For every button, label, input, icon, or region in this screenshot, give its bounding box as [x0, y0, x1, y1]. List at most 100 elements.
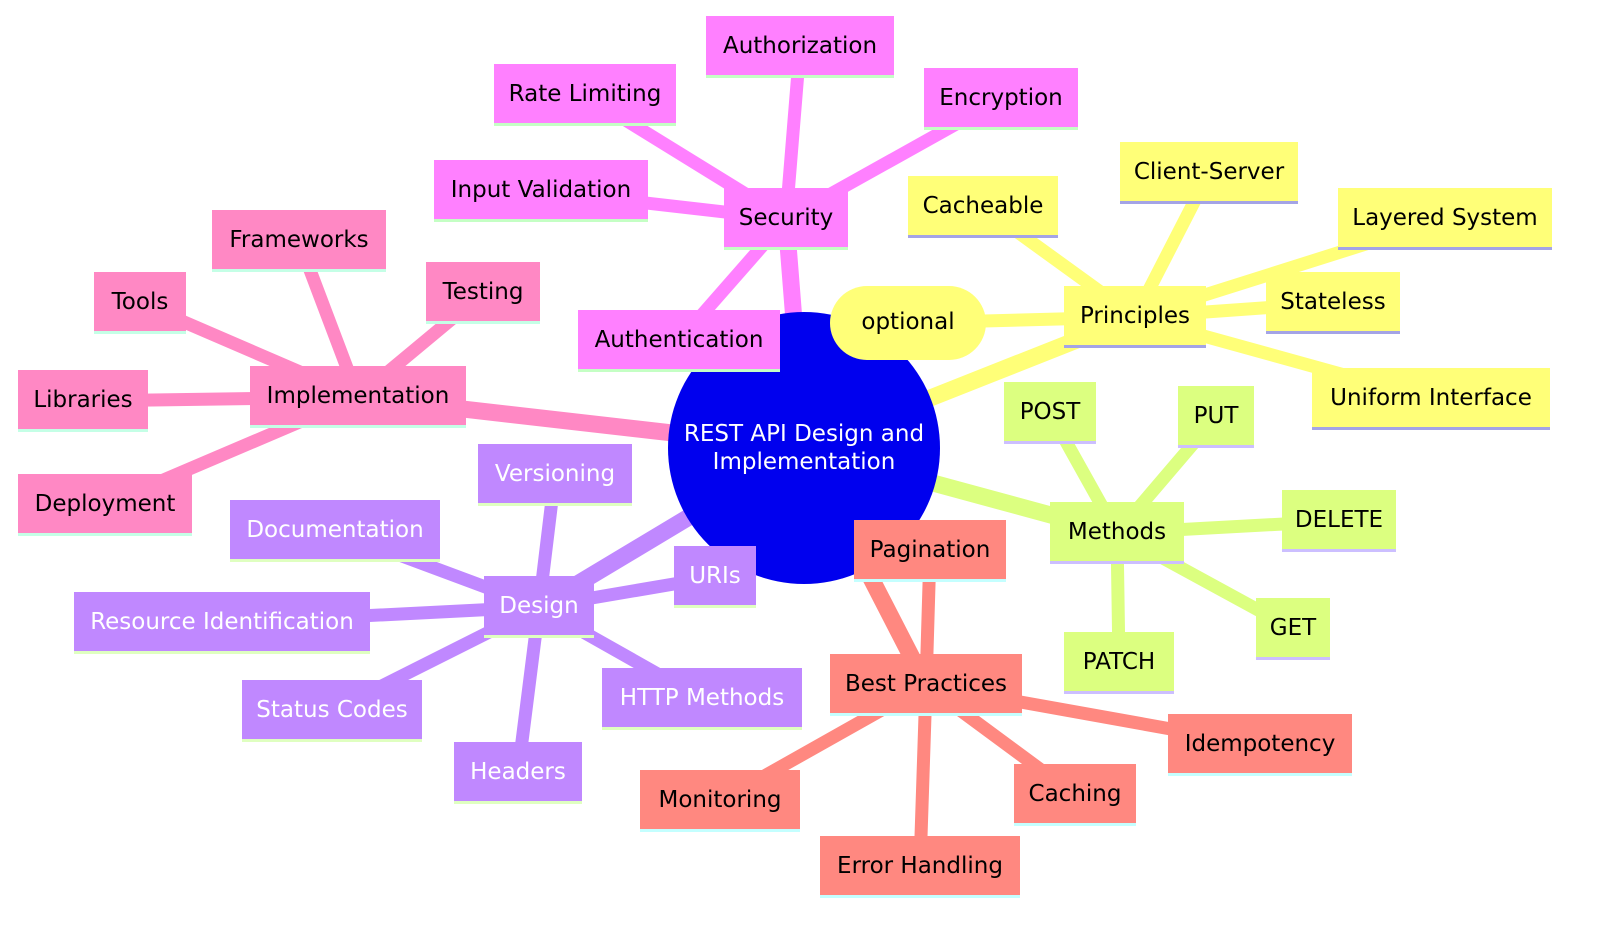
node-stateless: Stateless — [1266, 272, 1400, 334]
node-uris-shape — [674, 546, 756, 608]
node-idempotency: Idempotency — [1168, 714, 1352, 776]
root-label-line: REST API Design and — [684, 421, 924, 447]
node-idempotency-label: Idempotency — [1185, 731, 1336, 757]
node-best-practices-underline — [830, 713, 1022, 716]
node-uniform-interface-label: Uniform Interface — [1330, 385, 1532, 411]
node-best-practices-label: Best Practices — [845, 671, 1007, 697]
node-authentication-underline — [578, 369, 780, 372]
node-optional-shape — [830, 286, 986, 360]
node-testing-underline — [426, 321, 540, 324]
node-principles-underline — [1064, 345, 1206, 348]
node-documentation-shape — [230, 500, 440, 562]
node-encryption-underline — [924, 127, 1078, 130]
node-stateless-label: Stateless — [1280, 289, 1385, 315]
node-principles-label: Principles — [1080, 303, 1190, 329]
node-uris-underline — [674, 605, 756, 608]
node-caching-label: Caching — [1029, 781, 1122, 807]
node-put-underline — [1178, 445, 1254, 448]
node-input-validation-shape — [434, 160, 648, 222]
node-rate-limiting-shape — [494, 64, 676, 126]
node-cacheable-underline — [908, 235, 1058, 238]
node-pagination-label: Pagination — [870, 537, 991, 563]
node-uniform-interface-underline — [1312, 427, 1550, 430]
node-headers: Headers — [454, 742, 582, 804]
node-pagination-underline — [854, 579, 1006, 582]
node-principles: Principles — [1064, 286, 1206, 348]
node-methods-underline — [1050, 561, 1184, 564]
node-client-server: Client-Server — [1120, 142, 1298, 204]
node-caching-underline — [1014, 823, 1136, 826]
node-post: POST — [1004, 382, 1096, 444]
node-headers-underline — [454, 801, 582, 804]
node-input-validation-underline — [434, 219, 648, 222]
node-put-shape — [1178, 386, 1254, 448]
node-post-shape — [1004, 382, 1096, 444]
node-get-label: GET — [1270, 615, 1317, 641]
node-status-codes-shape — [242, 680, 422, 742]
node-client-server-label: Client-Server — [1134, 159, 1285, 185]
node-http-methods-label: HTTP Methods — [620, 685, 784, 711]
node-authorization-underline — [706, 75, 894, 78]
node-authentication-shape — [578, 310, 780, 372]
node-testing: Testing — [426, 262, 540, 324]
node-optional: optional — [830, 286, 986, 360]
node-idempotency-underline — [1168, 773, 1352, 776]
node-security-shape — [724, 188, 848, 250]
node-cacheable-shape — [908, 176, 1058, 238]
nodes-layer: PrinciplesCacheableClient-ServerLayered … — [18, 16, 1552, 898]
node-pagination-shape — [854, 520, 1006, 582]
node-deployment-shape — [18, 474, 192, 536]
node-design-shape — [484, 576, 594, 638]
node-rate-limiting: Rate Limiting — [494, 64, 676, 126]
node-security-label: Security — [739, 205, 833, 231]
node-patch-label: PATCH — [1083, 649, 1155, 675]
node-versioning-shape — [478, 444, 632, 506]
node-encryption-shape — [924, 68, 1078, 130]
node-encryption: Encryption — [924, 68, 1078, 130]
node-frameworks-label: Frameworks — [229, 227, 368, 253]
node-error-handling-label: Error Handling — [837, 853, 1003, 879]
node-monitoring-label: Monitoring — [659, 787, 782, 813]
root-label-line: Implementation — [713, 449, 896, 475]
node-implementation-underline — [250, 425, 466, 428]
node-resource-identification-label: Resource Identification — [90, 609, 354, 635]
node-monitoring: Monitoring — [640, 770, 800, 832]
node-rate-limiting-underline — [494, 123, 676, 126]
node-versioning-underline — [478, 503, 632, 506]
node-error-handling: Error Handling — [820, 836, 1020, 898]
node-client-server-underline — [1120, 201, 1298, 204]
node-methods-shape — [1050, 502, 1184, 564]
node-security: Security — [724, 188, 848, 250]
node-stateless-underline — [1266, 331, 1400, 334]
node-get-underline — [1256, 657, 1330, 660]
node-http-methods-shape — [602, 668, 802, 730]
node-http-methods: HTTP Methods — [602, 668, 802, 730]
node-get-shape — [1256, 598, 1330, 660]
node-frameworks: Frameworks — [212, 210, 386, 272]
node-pagination: Pagination — [854, 520, 1006, 582]
node-patch: PATCH — [1064, 632, 1174, 694]
node-documentation: Documentation — [230, 500, 440, 562]
node-monitoring-shape — [640, 770, 800, 832]
node-authorization-shape — [706, 16, 894, 78]
node-authentication: Authentication — [578, 310, 780, 372]
node-headers-label: Headers — [470, 759, 566, 785]
node-libraries-shape — [18, 370, 148, 432]
node-testing-label: Testing — [442, 279, 524, 305]
node-authorization-label: Authorization — [723, 33, 877, 59]
node-optional-label: optional — [861, 309, 954, 335]
node-frameworks-shape — [212, 210, 386, 272]
node-deployment-label: Deployment — [35, 491, 176, 517]
node-deployment-underline — [18, 533, 192, 536]
node-error-handling-shape — [820, 836, 1020, 898]
node-put: PUT — [1178, 386, 1254, 448]
root-circle — [668, 312, 940, 584]
node-post-label: POST — [1020, 399, 1082, 425]
node-client-server-shape — [1120, 142, 1298, 204]
node-uris-label: URIs — [689, 563, 741, 589]
node-methods-label: Methods — [1068, 519, 1166, 545]
node-delete-label: DELETE — [1295, 507, 1383, 533]
node-input-validation-label: Input Validation — [451, 177, 631, 203]
node-put-label: PUT — [1194, 403, 1240, 429]
